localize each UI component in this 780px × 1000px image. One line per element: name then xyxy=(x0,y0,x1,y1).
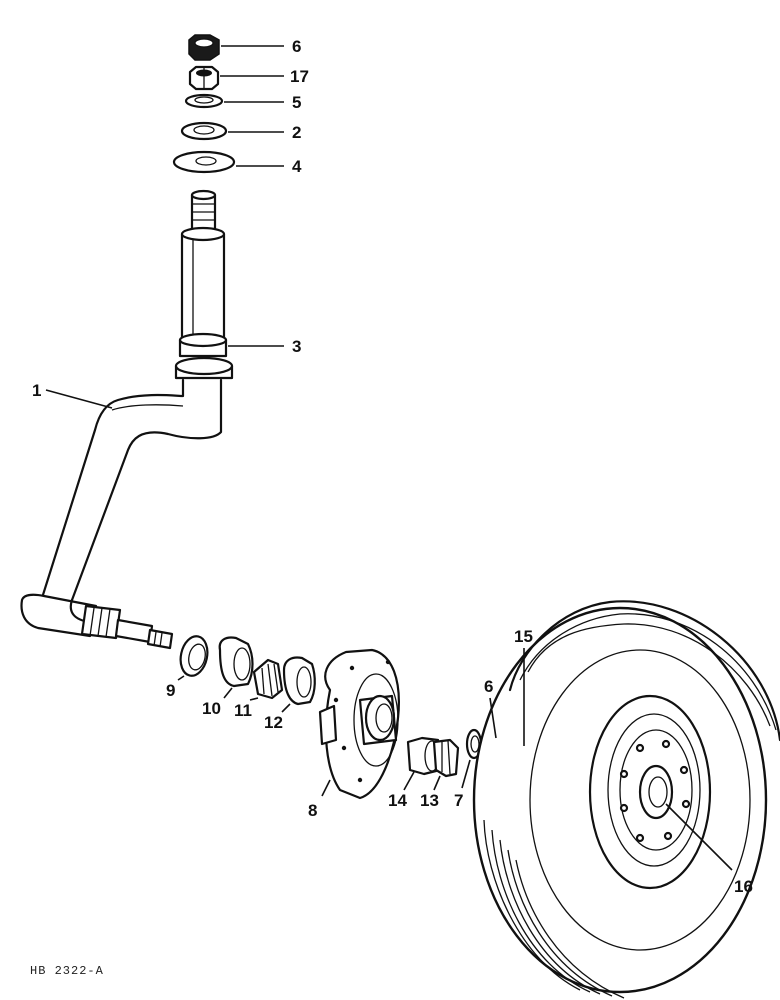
bearing-cup-12 xyxy=(282,656,316,706)
seal-9 xyxy=(179,635,209,677)
flat-washer xyxy=(180,121,228,141)
callout-12: 12 xyxy=(264,713,283,732)
callout-11: 11 xyxy=(234,701,252,720)
tire-and-wheel xyxy=(472,600,780,999)
callout-10: 10 xyxy=(202,699,221,718)
leader-lines xyxy=(45,45,733,871)
callout-15: 15 xyxy=(514,627,533,646)
callout-13: 13 xyxy=(420,791,439,810)
callout-6-top: 6 xyxy=(292,37,301,56)
spindle-arm xyxy=(20,189,234,650)
callout-16: 16 xyxy=(734,877,753,896)
callout-17: 17 xyxy=(290,67,309,86)
callout-4: 4 xyxy=(292,157,302,176)
callout-5: 5 xyxy=(292,93,301,112)
hex-nut xyxy=(188,65,220,91)
large-washer xyxy=(172,150,236,174)
callout-7: 7 xyxy=(454,791,463,810)
cone-bearing-13 xyxy=(432,738,460,778)
callout-1: 1 xyxy=(32,381,41,400)
drawing-reference: HB 2322-A xyxy=(30,964,104,978)
callout-3: 3 xyxy=(292,337,301,356)
bearing-cup-10 xyxy=(218,636,254,688)
callout-8: 8 xyxy=(308,801,317,820)
callout-6-bottom: 6 xyxy=(484,677,493,696)
callout-14: 14 xyxy=(388,791,407,810)
callouts: 6 17 5 2 4 3 1 9 10 11 12 8 14 13 7 6 15… xyxy=(32,37,753,896)
lock-washer xyxy=(184,93,224,109)
castle-nut-top xyxy=(188,34,220,61)
callout-9: 9 xyxy=(166,681,175,700)
wheel-hub xyxy=(318,648,400,800)
callout-2: 2 xyxy=(292,123,301,142)
cone-bearing-11 xyxy=(252,658,284,700)
